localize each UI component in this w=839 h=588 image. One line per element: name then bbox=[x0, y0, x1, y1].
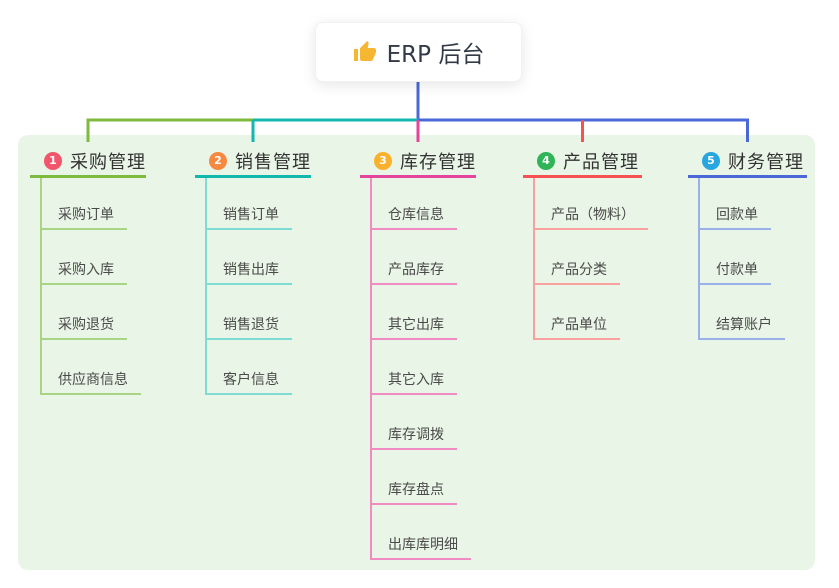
child-node[interactable]: 库存调拨 bbox=[370, 423, 457, 450]
child-node[interactable]: 库存盘点 bbox=[370, 478, 457, 505]
child-node[interactable]: 销售出库 bbox=[205, 258, 292, 285]
child-node-label: 销售订单 bbox=[223, 207, 279, 223]
child-node[interactable]: 产品单位 bbox=[533, 313, 620, 340]
branch-number-badge: 1 bbox=[44, 151, 62, 170]
child-node[interactable]: 产品库存 bbox=[370, 258, 457, 285]
child-node-label: 产品分类 bbox=[551, 262, 607, 278]
child-node[interactable]: 产品（物料） bbox=[533, 203, 648, 230]
branch-node: 5 财务管理回款单付款单结算账户 bbox=[688, 150, 807, 340]
branch-trunk-line bbox=[205, 178, 207, 395]
child-node-label: 回款单 bbox=[716, 207, 758, 223]
child-node-label: 其它出库 bbox=[388, 317, 444, 333]
child-node[interactable]: 采购退货 bbox=[40, 313, 127, 340]
root-node-label: ERP 后台 bbox=[386, 42, 485, 68]
branch-number-badge: 5 bbox=[702, 151, 720, 170]
thumbs-up-icon bbox=[353, 40, 377, 64]
child-node-label: 库存调拨 bbox=[388, 427, 444, 443]
branch-title: 库存管理 bbox=[400, 151, 476, 173]
child-node-label: 销售出库 bbox=[223, 262, 279, 278]
branch-title: 财务管理 bbox=[728, 151, 804, 173]
child-node-label: 结算账户 bbox=[716, 317, 772, 333]
branch-node: 4 产品管理产品（物料） 产品分类产品单位 bbox=[523, 150, 648, 340]
child-node-label: 客户信息 bbox=[223, 372, 279, 388]
branch-title: 采购管理 bbox=[70, 151, 146, 173]
branch-head[interactable]: 5 财务管理 bbox=[688, 150, 807, 178]
child-node[interactable]: 销售退货 bbox=[205, 313, 292, 340]
child-node[interactable]: 其它入库 bbox=[370, 368, 457, 395]
branch-head[interactable]: 1 采购管理 bbox=[30, 150, 146, 178]
child-node-label: 仓库信息 bbox=[388, 207, 444, 223]
child-node[interactable]: 结算账户 bbox=[698, 313, 785, 340]
child-node-label: 采购退货 bbox=[58, 317, 114, 333]
child-node-label: 出库库明细 bbox=[388, 537, 458, 553]
child-node[interactable]: 客户信息 bbox=[205, 368, 292, 395]
child-node[interactable]: 其它出库 bbox=[370, 313, 457, 340]
branch-node: 3 库存管理仓库信息产品库存其它出库其它入库库存调拨库存盘点出库库明细 bbox=[360, 150, 476, 560]
child-node-label: 产品（物料） bbox=[551, 207, 635, 223]
branch-node: 1 采购管理采购订单采购入库采购退货供应商信息 bbox=[30, 150, 146, 395]
branch-number-badge: 4 bbox=[537, 151, 555, 170]
child-node-label: 其它入库 bbox=[388, 372, 444, 388]
branch-number-badge: 2 bbox=[209, 151, 227, 170]
child-node[interactable]: 采购订单 bbox=[40, 203, 127, 230]
mindmap-panel bbox=[18, 135, 815, 570]
child-node-label: 销售退货 bbox=[223, 317, 279, 333]
child-node-label: 产品库存 bbox=[388, 262, 444, 278]
child-node[interactable]: 采购入库 bbox=[40, 258, 127, 285]
branch-title: 销售管理 bbox=[235, 151, 311, 173]
branch-head[interactable]: 2 销售管理 bbox=[195, 150, 311, 178]
child-node[interactable]: 销售订单 bbox=[205, 203, 292, 230]
branch-trunk-line bbox=[533, 178, 535, 340]
child-node-label: 采购订单 bbox=[58, 207, 114, 223]
branch-trunk-line bbox=[40, 178, 42, 395]
child-node[interactable]: 付款单 bbox=[698, 258, 771, 285]
branch-trunk-line bbox=[698, 178, 700, 340]
branch-head[interactable]: 4 产品管理 bbox=[523, 150, 642, 178]
child-node[interactable]: 回款单 bbox=[698, 203, 771, 230]
branch-head[interactable]: 3 库存管理 bbox=[360, 150, 476, 178]
child-node[interactable]: 仓库信息 bbox=[370, 203, 457, 230]
child-node[interactable]: 出库库明细 bbox=[370, 533, 471, 560]
child-node-label: 采购入库 bbox=[58, 262, 114, 278]
branch-number-badge: 3 bbox=[374, 151, 392, 170]
branch-node: 2 销售管理销售订单销售出库销售退货客户信息 bbox=[195, 150, 311, 395]
branch-title: 产品管理 bbox=[563, 151, 639, 173]
child-node[interactable]: 产品分类 bbox=[533, 258, 620, 285]
child-node-label: 产品单位 bbox=[551, 317, 607, 333]
child-node-label: 库存盘点 bbox=[388, 482, 444, 498]
child-node-label: 付款单 bbox=[716, 262, 758, 278]
child-node[interactable]: 供应商信息 bbox=[40, 368, 141, 395]
child-node-label: 供应商信息 bbox=[58, 372, 128, 388]
branch-trunk-line bbox=[370, 178, 372, 560]
root-node[interactable]: ERP 后台 bbox=[315, 22, 522, 82]
